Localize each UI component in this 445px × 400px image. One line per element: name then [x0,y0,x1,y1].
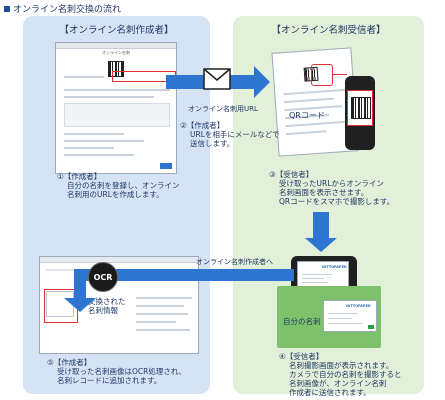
receiver-panel-title: 【オンライン名刺受信者】 [271,25,386,36]
creator-panel: 【オンライン名刺作成者】 オンライン名刺 ①【作成者】 自分の名刺を登録し、オン… [23,16,210,394]
envelope-icon [203,68,231,90]
step2-caption: ②【作成者】 URLを相手にメールなどで 送信します。 [180,121,280,148]
step4-line-2: カメラで自分の名刺を撮影すると [289,370,402,379]
step2-line-2: 送信します。 [190,139,235,148]
step5-line-2: 名刺レコードに追加されます。 [57,376,162,385]
step2-line-1: URLを相手にメールなどで [190,130,280,139]
smartphone-icon [345,76,375,150]
qr-link-line [333,74,347,75]
return-arrow-head-icon [64,298,96,312]
creator-window-title: オンライン名刺 [102,50,130,55]
step3-line-3: QRコードをスマホで撮影します。 [279,197,395,206]
card-image-placeholder [64,103,170,127]
converted-line-2: 名刺情報 [88,306,118,315]
down-arrow-shaft [313,212,329,238]
step4-line-1: 名刺撮影画面が表示されます。 [289,361,394,370]
card-logo-mark [368,325,374,329]
step5-label: ⑤【作成者】 [47,358,92,367]
received-window-titlebar [40,257,198,263]
creator-window-titlebar [56,43,176,49]
step1-caption: ①【作成者】 自分の名刺を登録し、オンライン 名刺用のURLを作成します。 [57,172,180,199]
step5-caption: ⑤【作成者】 受け取った名刺画像はOCR処理され、 名刺レコードに追加されます。 [47,358,186,385]
step3-line-2: 名刺画面を表示させます。 [279,188,369,197]
step1-label: ①【作成者】 [57,172,102,181]
phone-qr-icon [351,97,371,119]
step2-label: ②【作成者】 [180,121,225,130]
step3-line-1: 受け取ったURLからオンライン [279,179,384,188]
step3-caption: ③【受信者】 受け取ったURLからオンライン 名刺画面を表示させます。 QRコー… [269,170,394,206]
section-heading: オンライン名刺交換の流れ [4,2,121,15]
converted-info-label: 交換された 名刺情報 [88,297,126,315]
creator-panel-title: 【オンライン名刺作成者】 [59,25,174,36]
step3-label: ③【受信者】 [269,170,314,179]
phone-screen [347,90,373,126]
own-card-area: 自分の名刺 NITTOPAPER [277,286,381,348]
creator-card-window: オンライン名刺 [55,42,177,174]
phone-card-brand: NITTOPAPER [322,265,347,269]
bullet-square-icon [4,5,10,12]
converted-line-1: 交換された [88,297,126,306]
down-arrow-head-icon [305,238,337,252]
save-button[interactable] [160,163,172,169]
own-business-card: NITTOPAPER [323,300,377,332]
step1-line-1: 自分の名刺を登録し、オンライン [67,181,180,190]
return-arrow-drop [74,269,86,299]
step4-label: ④【受信者】 [279,352,324,361]
return-arrow-shaft [74,269,294,281]
phone-captured-card: NITTOPAPER [297,261,349,287]
step4-line-3: 名刺画像が、オンライン名刺 [289,379,387,388]
receiver-panel: 【オンライン名刺受信者】 QRコード ③【受信者】 受け取ったURLからオンライ… [233,16,424,397]
own-card-brand: NITTOPAPER [346,304,371,308]
own-card-label: 自分の名刺 [283,317,321,326]
step5-line-1: 受け取った名刺画像はOCR処理され、 [57,367,186,376]
step4-caption: ④【受信者】 名刺撮影画面が表示されます。 カメラで自分の名刺を撮影すると 名刺… [279,352,402,397]
url-arrow-head-icon [254,66,270,98]
url-arrow-label: オンライン名刺用URL [188,105,258,113]
qr-highlight-box [311,64,333,86]
qr-code-label: QRコード [289,111,325,120]
ocr-badge-icon: OCR [88,262,118,292]
section-heading-text: オンライン名刺交換の流れ [13,5,122,15]
step1-line-2: 名刺用のURLを作成します。 [67,190,164,199]
to-creator-arrow-label: オンライン名刺作成者へ [196,258,273,266]
step4-line-4: 作成者に送信されます。 [289,388,371,397]
